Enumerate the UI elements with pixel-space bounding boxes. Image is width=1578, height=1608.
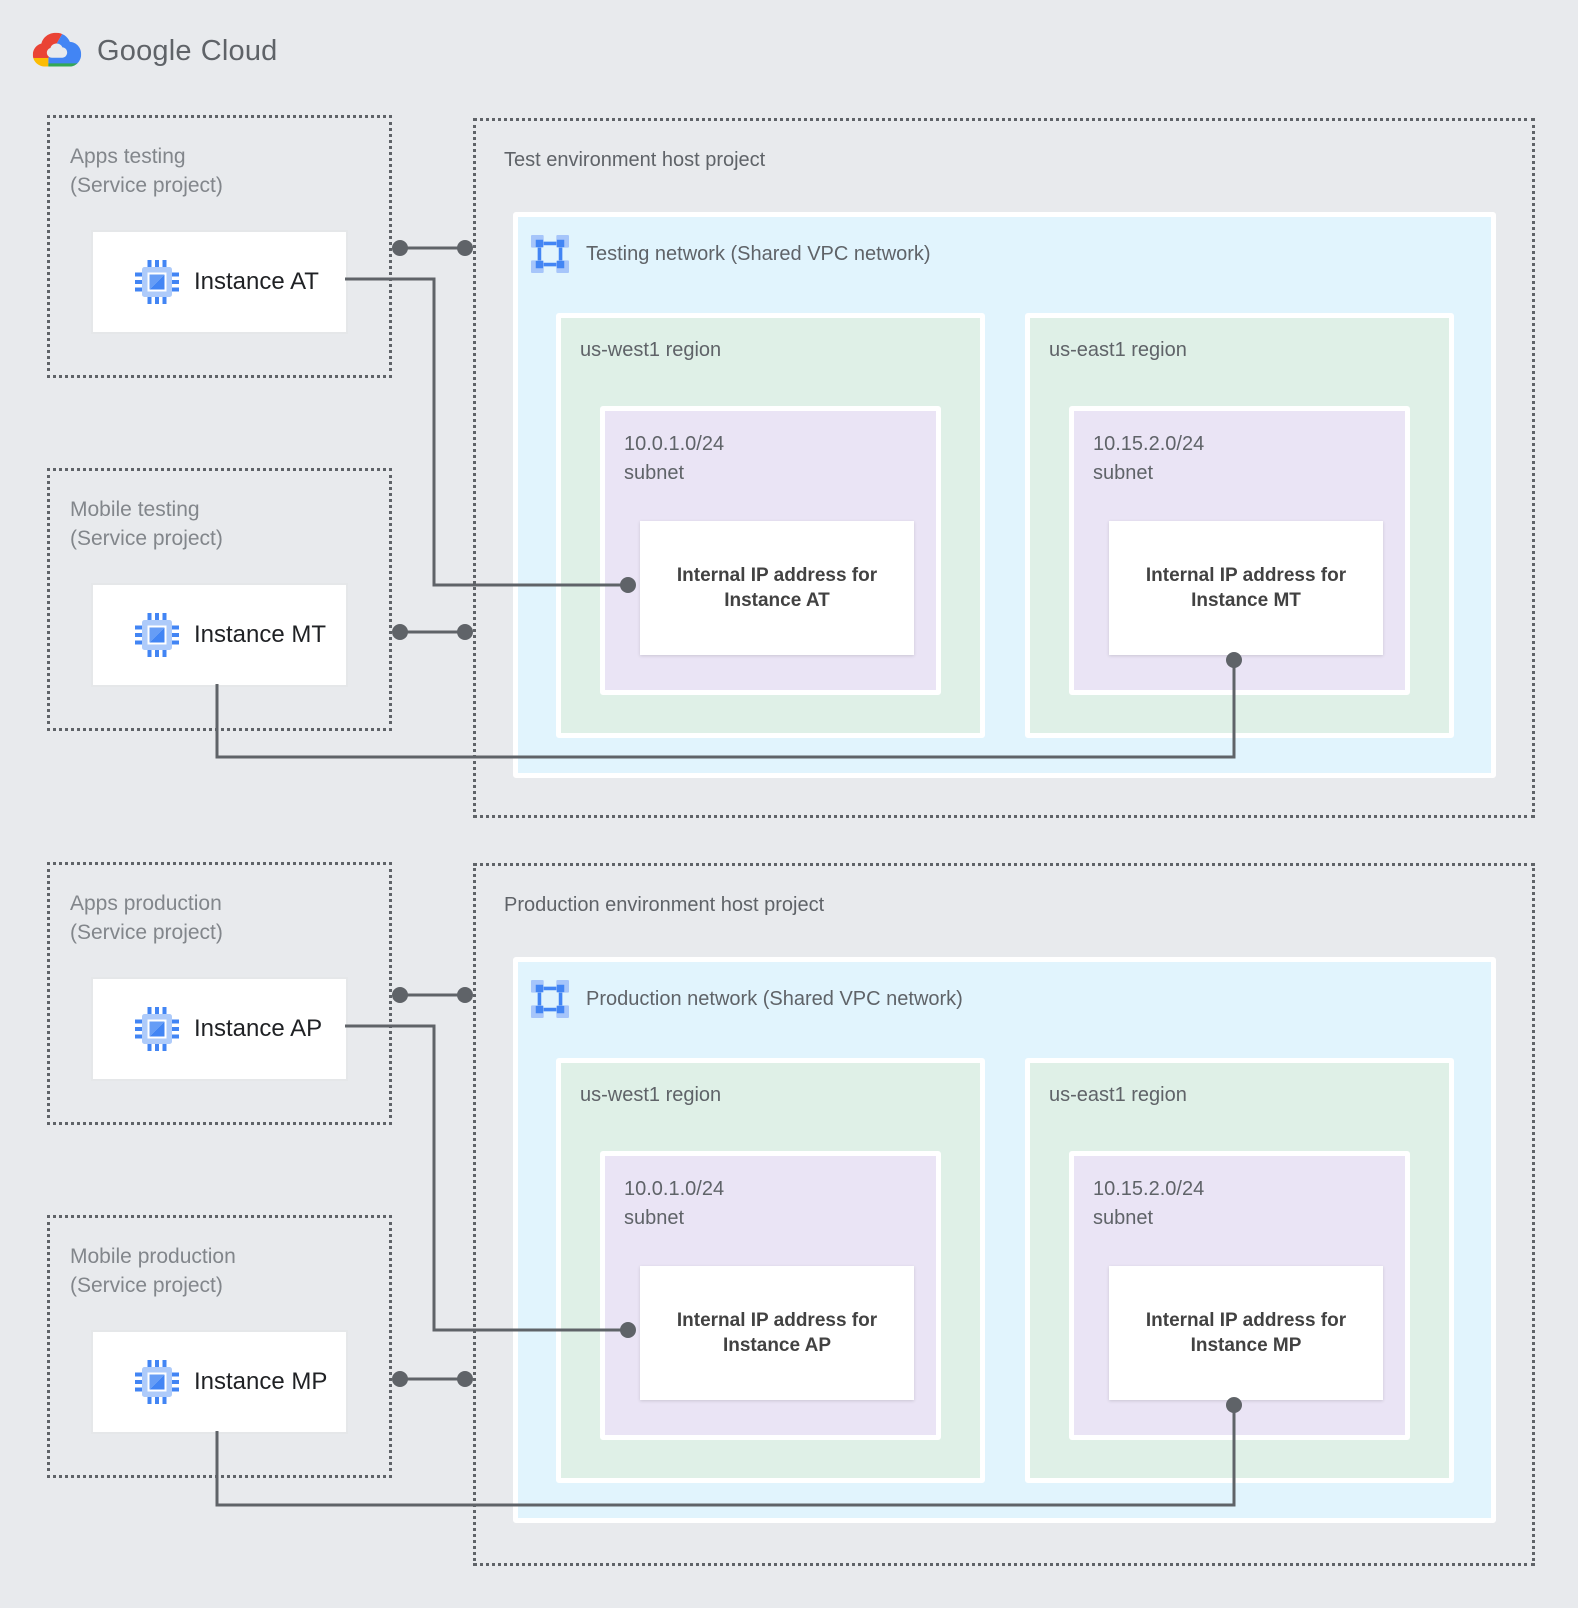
service-project-name: Apps production — [70, 892, 222, 915]
production-host-project: Production environment host project Prod… — [473, 863, 1535, 1566]
connector-dot — [392, 987, 408, 1003]
region-us-east1: us-east1 region 10.15.2.0/24 subnet Inte… — [1025, 1058, 1454, 1483]
network-header: Testing network (Shared VPC network) — [531, 235, 931, 273]
instance-ap-box: Instance AP — [91, 977, 348, 1081]
subnet-label: 10.0.1.0/24 subnet — [624, 430, 724, 488]
host-project-title: Test environment host project — [504, 149, 766, 171]
service-project-name: Mobile testing — [70, 498, 200, 521]
vpc-network-icon — [531, 980, 569, 1018]
service-project-label: Apps testing (Service project) — [70, 142, 223, 200]
service-project-mobile-production: Mobile production (Service project) Inst… — [47, 1215, 392, 1478]
internal-ip-instance-at: Internal IP address for Instance AT — [640, 521, 914, 655]
subnet-cidr: 10.15.2.0/24 — [1093, 1178, 1205, 1200]
subnet-label: 10.15.2.0/24 subnet — [1093, 1175, 1204, 1233]
vpc-network-icon — [531, 235, 569, 273]
region-label: us-east1 region — [1049, 339, 1187, 361]
service-project-name: Mobile production — [70, 1245, 236, 1268]
compute-engine-icon — [135, 1007, 179, 1051]
service-project-name: Apps testing — [70, 145, 186, 168]
ip-label-line2: Instance MT — [1191, 590, 1301, 611]
ip-label-line2: Instance MP — [1190, 1335, 1302, 1356]
service-project-label: Mobile production (Service project) — [70, 1242, 236, 1300]
testing-network: Testing network (Shared VPC network) us-… — [513, 212, 1496, 778]
test-host-project: Test environment host project Testing ne… — [473, 118, 1535, 818]
subnet-cidr: 10.0.1.0/24 — [624, 1178, 725, 1200]
subnet-cidr: 10.0.1.0/24 — [624, 433, 725, 455]
subnet-box: 10.0.1.0/24 subnet Internal IP address f… — [600, 406, 941, 695]
service-project-mobile-testing: Mobile testing (Service project) Instanc… — [47, 468, 392, 731]
service-project-type: (Service project) — [70, 921, 223, 944]
subnet-label: 10.15.2.0/24 subnet — [1093, 430, 1204, 488]
service-project-apps-production: Apps production (Service project) Instan… — [47, 862, 392, 1125]
subnet-word: subnet — [624, 462, 685, 484]
service-project-type: (Service project) — [70, 174, 223, 197]
connector-dot — [457, 624, 473, 640]
subnet-label: 10.0.1.0/24 subnet — [624, 1175, 724, 1233]
subnet-word: subnet — [1093, 462, 1154, 484]
logo-wordmark: Google Cloud — [97, 35, 278, 68]
ip-label-line1: Internal IP address for — [676, 1310, 878, 1331]
google-cloud-logo: Google Cloud — [30, 30, 278, 73]
instance-mt-box: Instance MT — [91, 583, 348, 687]
connector-dot — [392, 240, 408, 256]
service-project-type: (Service project) — [70, 527, 223, 550]
google-cloud-icon — [32, 32, 82, 67]
region-label: us-west1 region — [580, 1084, 722, 1106]
logo-brand: Google — [97, 35, 192, 67]
service-project-type: (Service project) — [70, 1274, 223, 1297]
subnet-box: 10.15.2.0/24 subnet Internal IP address … — [1069, 406, 1410, 695]
connector-dot — [457, 987, 473, 1003]
logo-product: Cloud — [200, 35, 278, 67]
network-header: Production network (Shared VPC network) — [531, 980, 963, 1018]
subnet-box: 10.0.1.0/24 subnet Internal IP address f… — [600, 1151, 941, 1440]
network-label: Testing network (Shared VPC network) — [586, 242, 931, 265]
compute-engine-icon — [135, 613, 179, 657]
region-label: us-west1 region — [580, 339, 722, 361]
host-project-title: Production environment host project — [504, 894, 825, 916]
instance-label: Instance MP — [194, 1368, 328, 1395]
instance-mp-box: Instance MP — [91, 1330, 348, 1434]
ip-label-line2: Instance AP — [722, 1335, 832, 1356]
instance-at-box: Instance AT — [91, 230, 348, 334]
instance-label: Instance AP — [194, 1015, 323, 1042]
connector-dot — [457, 1371, 473, 1387]
service-project-label: Mobile testing (Service project) — [70, 495, 223, 553]
region-us-west1: us-west1 region 10.0.1.0/24 subnet Inter… — [556, 1058, 985, 1483]
ip-label-line1: Internal IP address for — [676, 565, 878, 586]
compute-engine-icon — [135, 260, 179, 304]
subnet-cidr: 10.15.2.0/24 — [1093, 433, 1205, 455]
production-network: Production network (Shared VPC network) … — [513, 957, 1496, 1523]
internal-ip-instance-mp: Internal IP address for Instance MP — [1109, 1266, 1383, 1400]
connector-dot — [457, 240, 473, 256]
internal-ip-instance-mt: Internal IP address for Instance MT — [1109, 521, 1383, 655]
ip-label-line2: Instance AT — [724, 590, 830, 611]
region-label: us-east1 region — [1049, 1084, 1187, 1106]
ip-label-line1: Internal IP address for — [1145, 565, 1347, 586]
connector-dot — [392, 624, 408, 640]
subnet-box: 10.15.2.0/24 subnet Internal IP address … — [1069, 1151, 1410, 1440]
subnet-word: subnet — [1093, 1207, 1154, 1229]
internal-ip-instance-ap: Internal IP address for Instance AP — [640, 1266, 914, 1400]
instance-label: Instance MT — [194, 621, 327, 648]
subnet-word: subnet — [624, 1207, 685, 1229]
network-label: Production network (Shared VPC network) — [586, 987, 963, 1010]
service-project-label: Apps production (Service project) — [70, 889, 223, 947]
region-us-west1: us-west1 region 10.0.1.0/24 subnet Inter… — [556, 313, 985, 738]
compute-engine-icon — [135, 1360, 179, 1404]
instance-label: Instance AT — [194, 268, 319, 295]
connector-dot — [392, 1371, 408, 1387]
ip-label-line1: Internal IP address for — [1145, 1310, 1347, 1331]
service-project-apps-testing: Apps testing (Service project) Instance … — [47, 115, 392, 378]
region-us-east1: us-east1 region 10.15.2.0/24 subnet Inte… — [1025, 313, 1454, 738]
